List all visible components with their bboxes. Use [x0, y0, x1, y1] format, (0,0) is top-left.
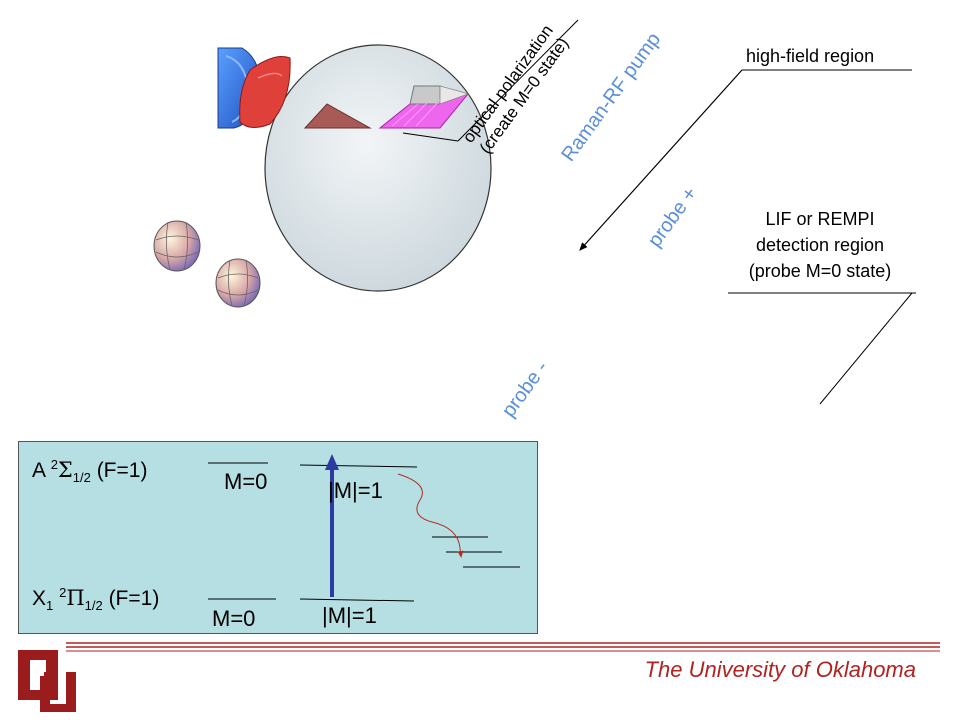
ou-logo-icon	[18, 650, 76, 712]
upper-state-label: A 2Σ1/2 (F=1)	[32, 457, 148, 486]
upper-m1-label: |M|=1	[328, 478, 383, 503]
beam-direction-arrow	[579, 69, 743, 251]
molecule-ball-2	[215, 258, 261, 308]
decay-wavy-arrow	[397, 473, 464, 558]
energy-levels	[208, 454, 520, 602]
triangle-shape	[303, 103, 372, 129]
lif-detection-label: LIF or REMPI detection region (probe M=0…	[748, 209, 892, 281]
lower-m0-label: M=0	[212, 606, 256, 631]
high-field-label: high-field region	[746, 46, 875, 66]
upper-m1-level	[299, 464, 418, 468]
lower-m1-label: |M|=1	[322, 603, 377, 628]
footer-rule	[66, 642, 940, 652]
university-name: The University of Oklahoma	[644, 657, 916, 682]
lower-m1-level	[299, 598, 415, 602]
upper-m0-label: M=0	[224, 469, 268, 494]
field-plates-icon	[217, 47, 291, 129]
chamber-sphere	[264, 44, 492, 292]
molecule-ball-1	[153, 220, 201, 272]
lower-state-label: X1 2Π1/2 (F=1)	[32, 585, 160, 614]
magenta-ramp-icon	[378, 85, 470, 129]
